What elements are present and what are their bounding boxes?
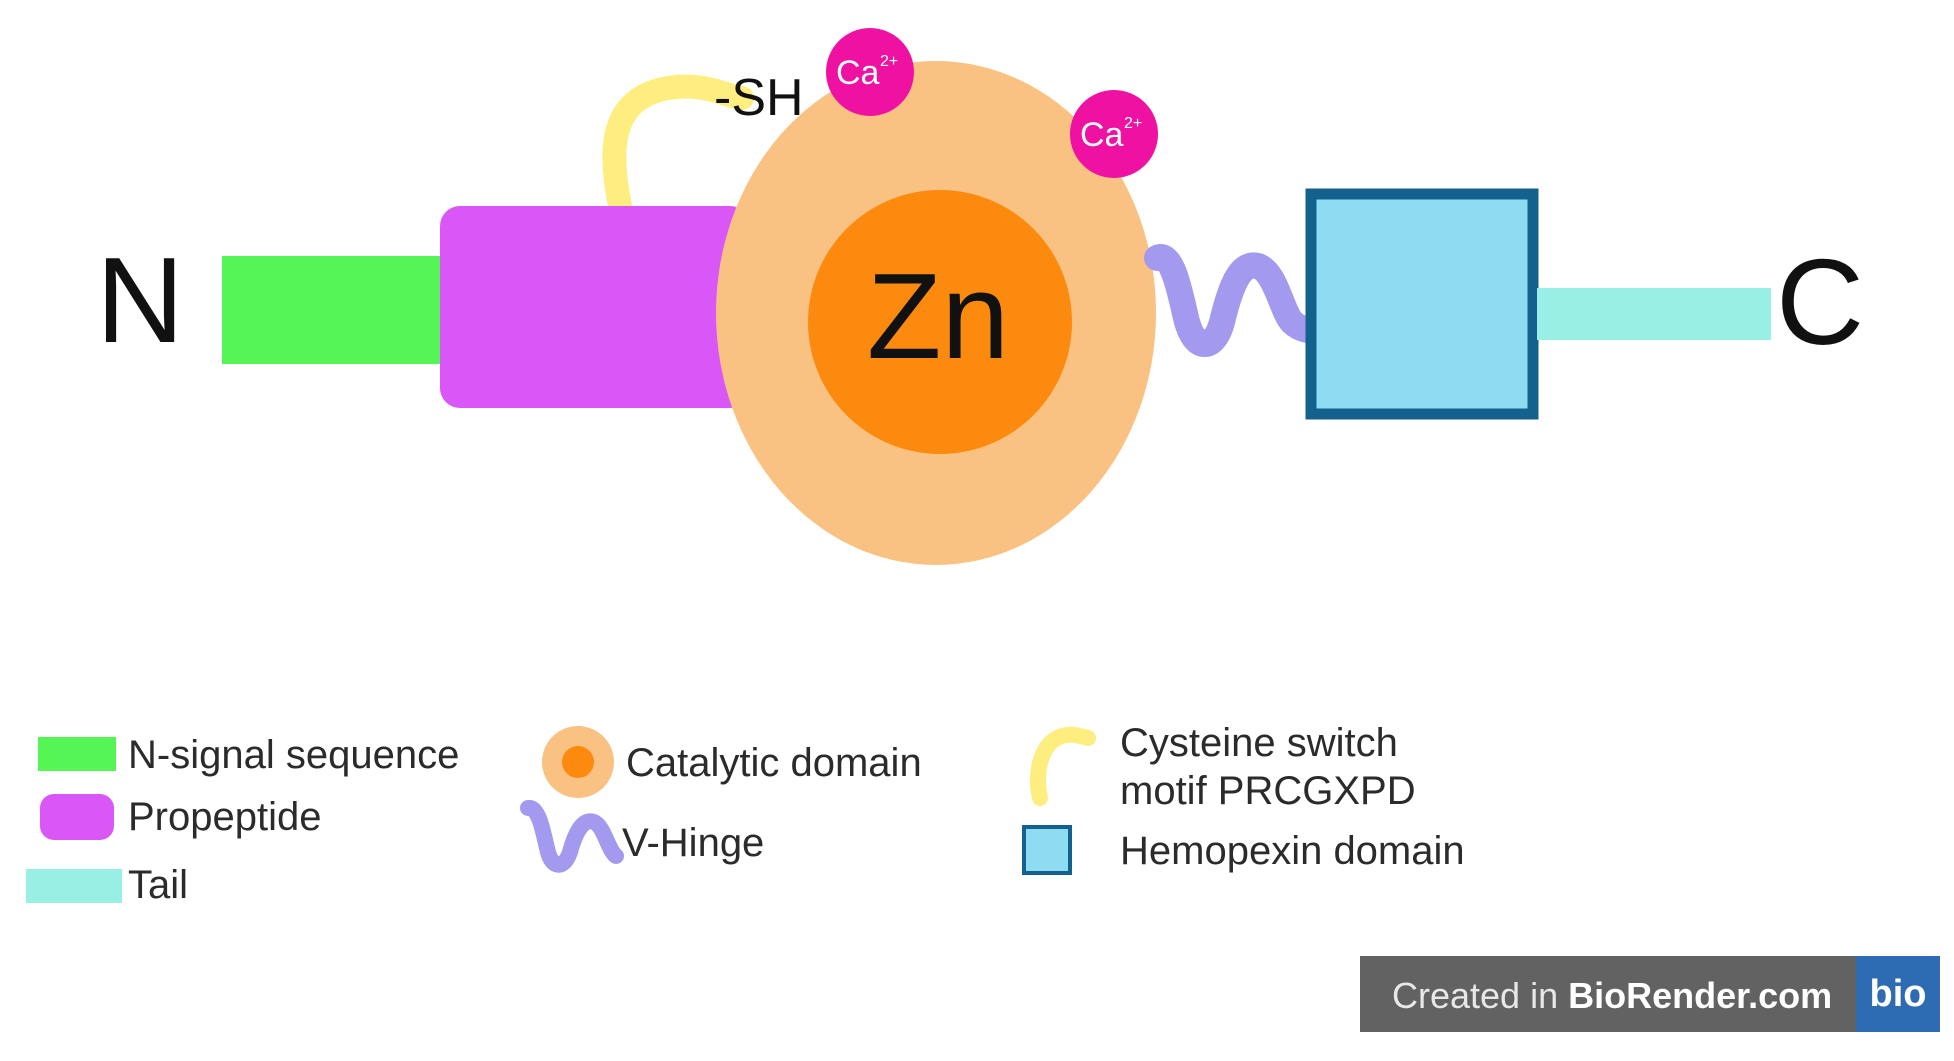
badge-prefix: Created in [1392,975,1568,1016]
catalytic-domain-zinc-core [808,190,1072,454]
biorender-logo-icon: bio [1870,973,1927,1015]
zinc-label: Zn [867,248,1009,384]
calcium-charge-label: 2+ [1124,115,1142,132]
calcium-label: Ca [836,54,880,92]
legend-tail-swatch [26,869,122,903]
propeptide-block [440,206,750,408]
legend-hemopexin-swatch [1022,825,1072,875]
legend-hinge-label: V-Hinge [622,821,764,865]
legend-hemopexin-label: Hemopexin domain [1120,829,1465,873]
legend-n-signal-swatch [38,737,116,771]
n-terminus-label: N [96,232,184,368]
sulfhydryl-label: -SH [714,69,804,127]
legend-catalytic-inner-swatch [562,746,594,778]
legend: N-signal sequence Propeptide Tail Cataly… [26,721,1465,907]
legend-catalytic-label: Catalytic domain [626,741,922,785]
legend-cysteine-label-line1: Cysteine switch [1120,721,1398,765]
cysteine-switch-loop [602,74,754,227]
n-signal-sequence-block [222,256,442,364]
legend-n-signal-label: N-signal sequence [128,733,459,777]
hemopexin-domain-block [1305,188,1539,420]
legend-propeptide-swatch [40,794,114,840]
calcium-charge-label: 2+ [880,53,898,70]
tail-block [1537,288,1771,340]
legend-tail-label: Tail [128,863,188,907]
legend-hinge-swatch [520,800,624,873]
biorender-badge[interactable]: Created in BioRender.com bio [1360,956,1940,1032]
legend-cysteine-label-line2: motif PRCGXPD [1120,769,1416,813]
calcium-ion-top: Ca 2+ [826,28,914,116]
legend-propeptide-label: Propeptide [128,795,321,839]
badge-brand: BioRender.com [1568,975,1832,1016]
calcium-label: Ca [1080,116,1124,154]
calcium-ion-right: Ca 2+ [1070,90,1158,178]
svg-text:Created in BioRender.com: Created in BioRender.com [1392,975,1832,1016]
c-terminus-label: C [1776,234,1864,370]
legend-cysteine-swatch [1030,726,1096,806]
v-hinge-linker [1144,244,1343,357]
